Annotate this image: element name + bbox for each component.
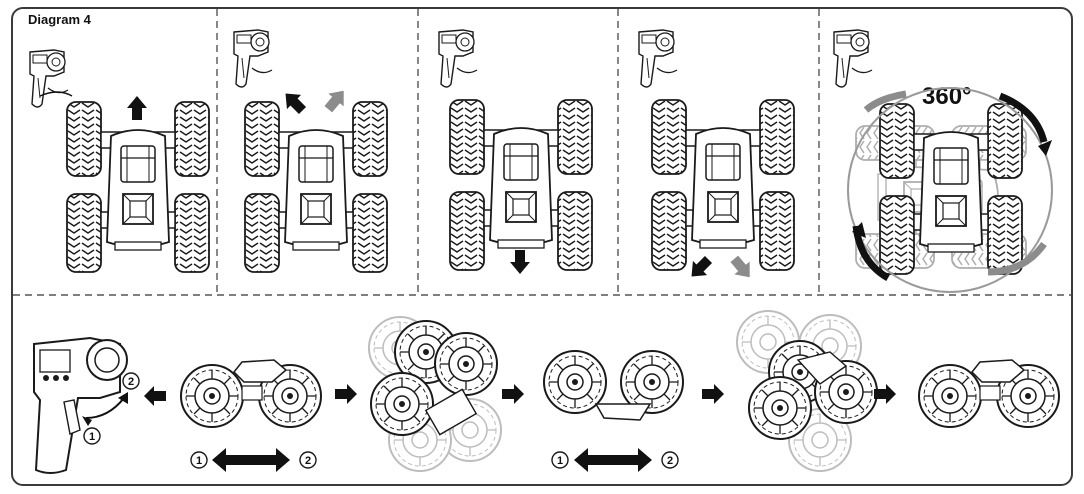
step-marker-1: 1 bbox=[83, 427, 101, 445]
double-arrow-1 bbox=[212, 448, 290, 472]
svg-text:2: 2 bbox=[128, 376, 134, 388]
double-arrow-2 bbox=[574, 448, 652, 472]
car-top-view-forward bbox=[66, 101, 210, 273]
svg-text:1: 1 bbox=[557, 455, 563, 467]
spin-arrow-bottom-right bbox=[987, 241, 1047, 276]
trigger-motion-arrow bbox=[85, 397, 125, 419]
remote-control-icon bbox=[638, 29, 678, 88]
stick-motion-arrow bbox=[39, 91, 73, 97]
car-top-view-reverse bbox=[449, 99, 593, 271]
remote-control-icon bbox=[233, 29, 273, 88]
sequence-arrow-3 bbox=[702, 384, 724, 404]
step-marker-2: 2 bbox=[122, 372, 140, 390]
diagram-title: Diagram 4 bbox=[28, 12, 91, 27]
remote-control-large bbox=[33, 336, 128, 474]
car-side-view-2 bbox=[919, 360, 1059, 427]
forward-right-arrow bbox=[324, 90, 344, 113]
sequence-arrow-1 bbox=[335, 384, 357, 404]
forward-left-arrow bbox=[285, 93, 307, 115]
car-side-view-inverted bbox=[543, 350, 684, 421]
car-top-view-turn-forward bbox=[244, 101, 388, 273]
sequence-arrow-left bbox=[144, 386, 166, 406]
car-top-view-turn-reverse bbox=[651, 99, 795, 271]
forward-arrow bbox=[127, 96, 147, 120]
double-arrow-1-marker-2: 2 bbox=[299, 451, 317, 469]
remote-control-icon bbox=[438, 29, 478, 88]
car-flipping-2 bbox=[736, 310, 878, 472]
car-side-view-1 bbox=[181, 360, 321, 427]
double-arrow-2-marker-1: 1 bbox=[551, 451, 569, 469]
reverse-left-arrow bbox=[691, 255, 713, 277]
reverse-arrow bbox=[510, 250, 530, 274]
svg-text:1: 1 bbox=[89, 431, 95, 443]
spin-arrow-top-right bbox=[998, 92, 1048, 143]
car-flipping-1 bbox=[368, 316, 502, 472]
svg-text:1: 1 bbox=[196, 455, 202, 467]
spin-arrow-top-left bbox=[863, 90, 907, 113]
double-arrow-1-marker-1: 1 bbox=[190, 451, 208, 469]
svg-text:2: 2 bbox=[667, 455, 673, 467]
remote-control-icon bbox=[29, 49, 69, 108]
svg-text:2: 2 bbox=[305, 455, 311, 467]
double-arrow-2-marker-2: 2 bbox=[661, 451, 679, 469]
remote-control-icon bbox=[833, 29, 873, 88]
rotation-circle bbox=[847, 87, 1053, 293]
diagram-frame bbox=[11, 7, 1073, 486]
sequence-arrow-2 bbox=[502, 384, 524, 404]
reverse-right-arrow bbox=[730, 255, 750, 278]
